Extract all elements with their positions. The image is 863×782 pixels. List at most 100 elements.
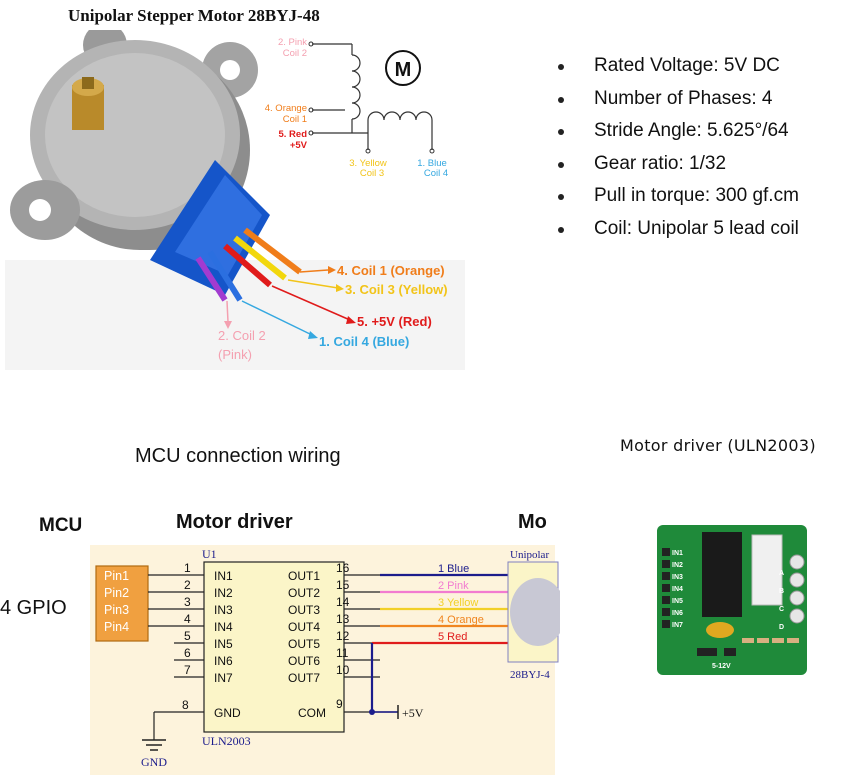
chip-ref: U1 [202,547,217,561]
spec-item: Number of Phases: 4 [556,83,799,116]
svg-text:OUT3: OUT3 [288,603,320,617]
wire-label-red: 5. +5V (Red) [357,314,432,329]
svg-text:IN3: IN3 [672,574,683,581]
wire-yellow: 3 Yellow [438,597,478,609]
svg-text:C: C [779,606,784,613]
svg-text:12: 12 [336,629,350,643]
svg-text:5: 5 [184,629,191,643]
svg-text:9: 9 [336,697,343,711]
motor-box-label: Unipolar [510,549,549,561]
power-label: 5-12V [712,663,731,670]
wiring-schematic: Pin1 Pin2 Pin3 Pin4 U1 ULN2003 IN1 IN2 I… [90,545,560,775]
svg-text:IN1: IN1 [672,550,683,557]
svg-text:A: A [779,570,784,577]
svg-text:IN6: IN6 [214,654,233,668]
svg-text:OUT5: OUT5 [288,637,320,651]
svg-text:7: 7 [184,663,191,677]
svg-text:IN4: IN4 [672,586,683,593]
gnd-pin: GND [214,706,241,720]
svg-text:OUT2: OUT2 [288,586,320,600]
motor-box-model: 28BYJ-4 [510,669,550,681]
supply-label: +5V [402,706,424,720]
svg-text:Coil 2: Coil 2 [283,48,307,59]
wiring-title: MCU connection wiring [135,445,341,467]
svg-text:IN7: IN7 [672,622,683,629]
mcu-pin-3: Pin3 [104,603,129,617]
svg-text:OUT7: OUT7 [288,671,320,685]
wire-label-orange: 4. Coil 1 (Orange) [337,263,445,278]
mcu-pin-1: Pin1 [104,569,129,583]
svg-text:16: 16 [336,561,350,575]
svg-text:2: 2 [184,578,191,592]
svg-text:IN3: IN3 [214,603,233,617]
svg-text:IN2: IN2 [672,562,683,569]
svg-text:M: M [395,59,412,81]
spec-item: Coil: Unipolar 5 lead coil [556,213,799,246]
svg-text:Coil 3: Coil 3 [360,168,384,179]
spec-list: Rated Voltage: 5V DC Number of Phases: 4… [556,50,799,245]
svg-text:Coil 4: Coil 4 [424,168,448,179]
svg-text:11: 11 [336,646,349,660]
wire-orange: 4 Orange [438,614,484,626]
wire-label-pink: 2. Coil 2 [218,328,266,343]
uln2003-chip [203,561,345,733]
motor-driver-label: Motor driver [176,511,293,533]
svg-text:6: 6 [184,646,191,660]
motor-symbol [385,50,421,86]
ground-label: GND [141,755,167,769]
coil-label-blue: 1. Blue [417,158,447,169]
svg-text:IN5: IN5 [214,637,233,651]
spec-item: Stride Angle: 5.625°/64 [556,115,799,148]
spec-item: Rated Voltage: 5V DC [556,50,799,83]
svg-text:IN5: IN5 [672,598,683,605]
svg-text:8: 8 [182,698,189,712]
coil-schematic [312,43,433,150]
mcu-pin-2: Pin2 [104,586,129,600]
motor-illustration: 4. Coil 1 (Orange) 3. Coil 3 (Yellow) 5.… [5,30,465,370]
wire-red: 5 Red [438,631,467,643]
coil-label-orange: 4. Orange [265,103,307,114]
svg-text:3: 3 [184,595,191,609]
svg-text:IN6: IN6 [672,610,683,617]
svg-text:15: 15 [336,578,350,592]
driver-board: IN1 IN2 IN3 IN4 IN5 IN6 IN7 A B C D 5-12… [657,525,807,675]
svg-text:10: 10 [336,663,350,677]
uln2003-ic [702,532,742,617]
svg-text:+5V: +5V [290,140,308,151]
ground-symbol [142,739,166,751]
spec-item: Gear ratio: 1/32 [556,148,799,181]
driver-board-title: Motor driver (ULN2003) [620,436,816,455]
wire-label-blue: 1. Coil 4 (Blue) [319,334,409,349]
wire-pink: 2 Pink [438,580,469,592]
svg-text:D: D [779,624,784,631]
motor-title: Unipolar Stepper Motor 28BYJ-48 [68,6,320,25]
svg-text:4: 4 [184,612,191,626]
svg-text:Coil 1: Coil 1 [283,114,307,125]
mcu-pin-block [95,565,149,642]
svg-text:B: B [779,588,784,595]
svg-text:OUT1: OUT1 [288,569,320,583]
mcu-label: MCU [39,515,83,536]
spec-item: Pull in torque: 300 gf.cm [556,180,799,213]
wire-label-pink-sub: (Pink) [218,347,252,362]
svg-text:OUT6: OUT6 [288,654,320,668]
coil-label-red: 5. Red [278,129,307,140]
wire-label-yellow: 3. Coil 3 (Yellow) [345,282,448,297]
capacitor [706,622,734,638]
wire-blue: 1 Blue [438,563,469,575]
motor-connector [751,534,783,606]
chip-name: ULN2003 [202,734,251,748]
mcu-pin-4: Pin4 [104,620,129,634]
svg-text:OUT4: OUT4 [288,620,320,634]
coil-label-pink: 2. Pink [278,37,307,48]
motor-label: Mo [518,511,547,533]
gpio-label: 4 GPIO [0,597,67,619]
svg-text:IN7: IN7 [214,671,233,685]
svg-text:1: 1 [184,561,191,575]
svg-text:IN2: IN2 [214,586,233,600]
svg-text:IN1: IN1 [214,569,233,583]
svg-text:14: 14 [336,595,350,609]
coil-label-yellow: 3. Yellow [349,158,387,169]
svg-text:IN4: IN4 [214,620,233,634]
com-pin: COM [298,706,326,720]
